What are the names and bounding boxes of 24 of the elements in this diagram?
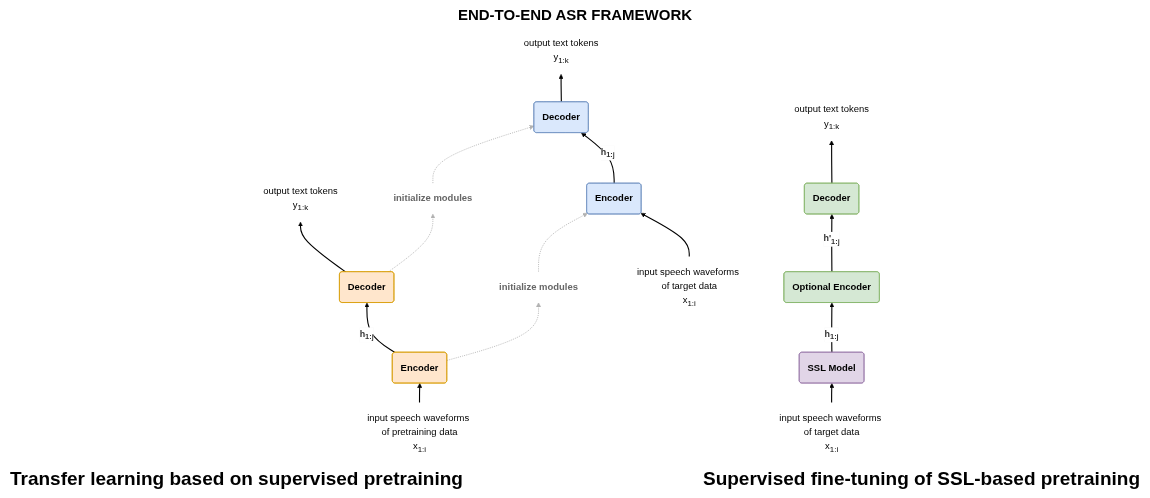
- arrow: [640, 213, 690, 258]
- caption: Supervised fine-tuning of SSL-based pretraining: [702, 468, 1140, 490]
- node-text: output text tokens y$_{1:k}$: [523, 37, 599, 65]
- node-text: initialize modules: [498, 281, 578, 293]
- edge-label: h'$_{1:j}$: [823, 233, 840, 246]
- node-text: output text tokens y$_{1:k}$: [262, 185, 338, 212]
- diagram-title: END-TO-END ASR FRAMEWORK: [457, 6, 693, 23]
- node-text: output text tokens y$_{1:k}$: [794, 103, 869, 131]
- arrow: [417, 383, 422, 404]
- node-text: input speech waveforms of target data x$_{1:i}$: [636, 266, 739, 308]
- edge-label: h$_{1:j}$: [359, 328, 374, 341]
- node-text: input speech waveforms of target data x$_{1:i}$: [779, 412, 882, 454]
- node-text: initialize modules: [393, 193, 473, 204]
- caption: Transfer learning based on supervised pretraining: [10, 468, 463, 490]
- edge-label: h$_{1:j}$: [824, 328, 839, 341]
- arrow: [297, 221, 346, 273]
- arrow: [580, 132, 615, 184]
- arrow: [829, 383, 834, 404]
- arrow: [828, 140, 834, 184]
- arrow: [558, 74, 564, 103]
- arrow: [829, 214, 835, 273]
- node-text: input speech waveforms of pretraining data x$_{1:i}$: [366, 412, 469, 454]
- arrow: [364, 302, 396, 354]
- edge-label: h$_{1:j}$: [600, 147, 615, 160]
